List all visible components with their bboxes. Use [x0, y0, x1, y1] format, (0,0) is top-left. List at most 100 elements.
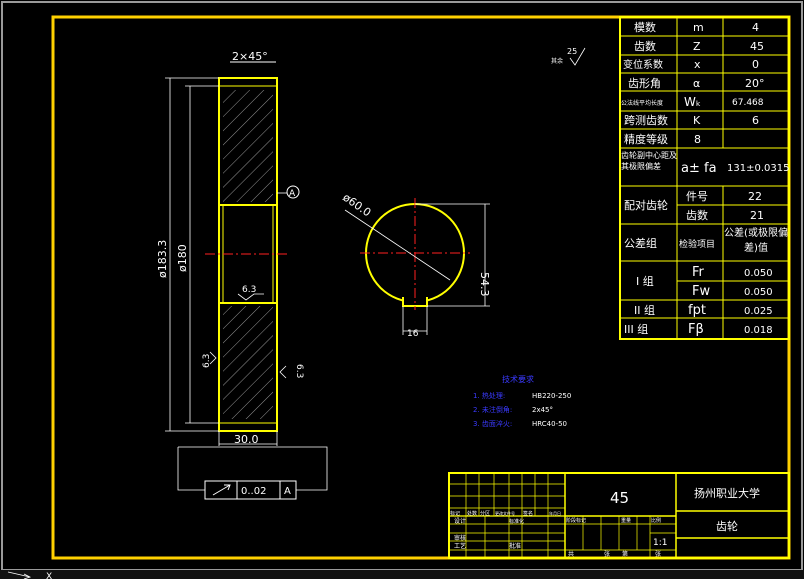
runout-frame	[204, 480, 297, 500]
tol-group-2: II 组	[634, 303, 655, 317]
pair-name-2: 齿数	[686, 209, 708, 222]
param-symbol-8: a± fa	[681, 161, 717, 176]
tb-label-review: 审核	[454, 534, 466, 542]
gear-parameter-text: 模数 m 4 齿数 Z 45 变位系数 x 0 齿形角 α 20° 公法线平均长…	[621, 21, 789, 337]
roughness-bore: 6.3	[242, 285, 256, 295]
tol-item-2: Fw	[692, 284, 710, 299]
tb-label-total: 共	[568, 550, 574, 558]
hatch-lower	[223, 306, 273, 419]
pair-label: 配对齿轮	[624, 198, 668, 212]
dim-keyway-depth: 54.3	[478, 272, 491, 297]
datum-circle	[286, 185, 300, 199]
tb-label-count: 处数	[467, 510, 477, 517]
param-symbol-6: K	[693, 114, 701, 127]
param-name-3: 变位系数	[623, 58, 663, 71]
param-symbol-7: 8	[694, 133, 701, 146]
param-symbol-4: α	[693, 77, 700, 90]
roughness-face: 6.3	[202, 354, 212, 368]
tol-value-4: 0.018	[744, 325, 773, 336]
param-value-3: 0	[752, 58, 759, 71]
tol-value-1: 0.050	[744, 268, 773, 279]
tb-label-design: 设计	[454, 517, 466, 525]
tol-group-3: III 组	[624, 322, 648, 336]
datum-label: A	[289, 189, 296, 199]
tech-req-label-2: 2. 未注倒角:	[473, 405, 512, 414]
tol-value-2: 0.050	[744, 287, 773, 298]
title-block	[448, 472, 790, 559]
runout-arrow-icon	[212, 484, 231, 496]
tol-value-3: 0.025	[744, 306, 773, 317]
dim-outer-diameter: ø183.3	[156, 240, 169, 278]
tb-label-weight: 重量	[621, 517, 631, 524]
tech-requirements: 技术要求 1. 热处理: HB220-250 2. 未注倒角: 2x45° 3.…	[473, 374, 571, 428]
gear-section-view: 2×45° ø183.3 ø180 A	[156, 50, 328, 500]
tb-label-sheet1: 张	[604, 550, 610, 558]
param-name-7: 精度等级	[624, 132, 668, 146]
tech-req-value-3: HRC40-50	[532, 420, 567, 428]
tb-label-zone: 分区	[480, 510, 490, 517]
param-name-5: 公法线平均长度	[621, 99, 663, 107]
param-symbol-5: Wₖ	[684, 95, 701, 109]
tol-header-value: 公差(或极限偏差)值	[724, 228, 788, 254]
param-symbol-2: Z	[693, 40, 701, 53]
title-part-name: 齿轮	[716, 519, 738, 533]
runout-datum: A	[284, 486, 291, 497]
title-part-no: 45	[610, 489, 629, 507]
tech-req-value-2: 2x45°	[532, 406, 553, 414]
tb-label-mark: 标记	[450, 510, 460, 517]
param-value-6: 6	[752, 114, 759, 127]
hub-side-view: ø60.0 54.3 16	[340, 191, 491, 339]
dim-root-diameter: ø180	[176, 244, 189, 272]
tb-label-date: 年月日	[549, 510, 561, 516]
tb-label-sign: 签名	[523, 510, 533, 517]
tech-req-title: 技术要求	[502, 374, 534, 384]
param-name-4: 齿形角	[628, 77, 661, 90]
title-block-text: 45 扬州职业大学 齿轮 1:1 标记 处数 分区 更改文件号 签名 年月日 设…	[450, 486, 760, 558]
tol-header-value-wrap: 公差(或极限偏差)值	[724, 228, 788, 254]
param-value-5: 67.468	[732, 98, 764, 108]
param-symbol-3: x	[694, 58, 701, 71]
tol-item-1: Fr	[692, 265, 705, 280]
param-symbol-1: m	[693, 21, 704, 34]
tb-label-change: 更改文件号	[495, 510, 515, 516]
tol-item-3: fpt	[688, 303, 706, 318]
dim-bore-diameter: ø60.0	[340, 191, 373, 220]
command-prompt: X	[46, 572, 52, 579]
tb-label-no: 第	[622, 550, 628, 558]
param-name-2: 齿数	[634, 40, 656, 53]
pair-value-1: 22	[748, 190, 762, 203]
roughness-default: 25	[567, 47, 577, 56]
hatch-upper	[223, 90, 273, 202]
tol-group-1: I 组	[636, 274, 654, 288]
pair-name-1: 件号	[686, 190, 708, 203]
tb-label-std: 标准化	[509, 518, 524, 525]
title-scale: 1:1	[653, 538, 667, 548]
tol-item-4: Fβ	[688, 322, 704, 337]
param-value-8: 131±0.0315	[727, 163, 789, 174]
dim-keyway-width: 16	[407, 329, 419, 339]
param-value-2: 45	[750, 40, 764, 53]
tb-label-craft: 工艺	[454, 542, 466, 550]
param-name-8-wrap: 齿轮副中心距及其极限偏差	[621, 151, 677, 171]
param-value-1: 4	[752, 21, 759, 34]
roughness-symbol-icon	[569, 47, 586, 66]
dim-width: 30.0	[234, 433, 259, 446]
drawing-border	[51, 15, 791, 560]
tech-req-label-3: 3. 齿面淬火:	[473, 419, 512, 428]
chamfer-label: 2×45°	[232, 50, 268, 63]
roughness-default-label: 其余	[551, 57, 563, 65]
tb-label-sheet2: 张	[655, 550, 661, 558]
tech-req-value-1: HB220-250	[532, 392, 571, 400]
tol-header-item: 检验项目	[679, 238, 715, 250]
tb-label-stage: 阶段标记	[566, 517, 586, 524]
pair-value-2: 21	[750, 209, 764, 222]
param-name-6: 跨测齿数	[624, 114, 668, 127]
param-name-1: 模数	[634, 21, 656, 34]
runout-value: 0..02	[241, 486, 266, 497]
tb-label-scale: 比例	[651, 517, 661, 524]
title-school: 扬州职业大学	[694, 486, 760, 500]
command-line[interactable]	[0, 570, 804, 579]
tol-header-group: 公差组	[624, 236, 657, 250]
